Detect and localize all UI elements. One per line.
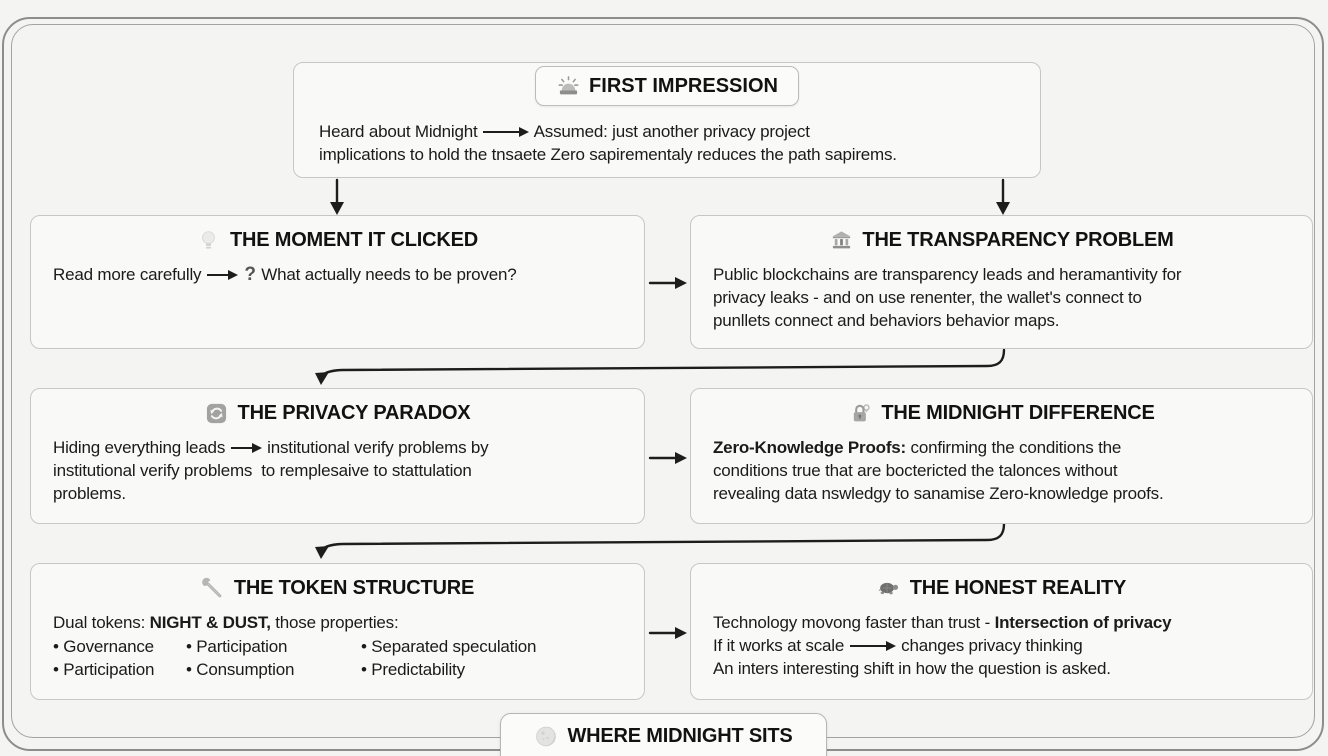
node-body: Heard about Midnight Assumed: just anoth… xyxy=(294,120,1040,166)
body-line: Dual tokens: NIGHT & DUST, those propert… xyxy=(53,611,632,634)
bullet-icon: • xyxy=(53,660,59,679)
node-first-impression: FIRST IMPRESSION Heard about Midnight Ass… xyxy=(293,62,1041,178)
bullet-text: Predictability xyxy=(371,660,465,679)
token-properties-columns: • Governance• Participation• Participati… xyxy=(53,635,632,681)
question-mark-icon: ? xyxy=(244,264,256,285)
body-text: problems. xyxy=(53,484,126,503)
node-title: THE PRIVACY PARADOX xyxy=(237,401,471,424)
node-privacy-paradox: THE PRIVACY PARADOX Hiding everything lea… xyxy=(30,388,645,524)
body-line: Hiding everything leads institutional ve… xyxy=(53,436,632,459)
bullet-icon: • xyxy=(186,660,192,679)
body-text: If it works at scale xyxy=(713,636,849,655)
right-arrow-icon xyxy=(206,270,238,280)
title-pill: FIRST IMPRESSION xyxy=(535,66,799,106)
body-text: Heard about Midnight xyxy=(319,122,483,141)
node-midnight-difference: THE MIDNIGHT DIFFERENCE Zero-Knowledge Pr… xyxy=(690,388,1313,524)
node-body: Technology movong faster than trust - In… xyxy=(691,611,1312,680)
node-honest-reality: THE HONEST REALITY Technology movong fast… xyxy=(690,563,1313,700)
body-text: Intersection of privacy xyxy=(994,613,1172,632)
bullet-text: Consumption xyxy=(196,660,295,679)
lock-key-icon xyxy=(848,401,872,425)
node-title: THE MIDNIGHT DIFFERENCE xyxy=(881,401,1155,424)
body-text: institutional verify problems to remples… xyxy=(53,461,472,480)
refresh-icon xyxy=(205,401,229,425)
node-body: Zero-Knowledge Proofs: confirming the co… xyxy=(691,436,1312,505)
body-text: implications to hold the tnsaete Zero sa… xyxy=(319,145,897,164)
node-title: THE TRANSPARENCY PROBLEM xyxy=(862,228,1174,251)
node-where-midnight-sits: WHERE MIDNIGHT SITS xyxy=(500,713,827,756)
sunrise-icon xyxy=(556,74,580,98)
bullet-icon: • xyxy=(53,637,59,656)
body-line: Heard about Midnight Assumed: just anoth… xyxy=(319,120,1028,143)
body-text: Technology movong faster than trust - xyxy=(713,613,995,632)
node-title: THE HONEST REALITY xyxy=(909,576,1127,599)
body-line: Zero-Knowledge Proofs: confirming the co… xyxy=(713,436,1300,459)
bank-icon xyxy=(829,228,853,252)
node-transparency-problem: THE TRANSPARENCY PROBLEM Public blockchai… xyxy=(690,215,1313,349)
node-title: WHERE MIDNIGHT SITS xyxy=(567,724,793,747)
body-line: Public blockchains are transparency lead… xyxy=(713,263,1300,286)
body-text: An inters interesting shift in how the q… xyxy=(713,659,1111,678)
body-line: privacy leaks - and on use renenter, the… xyxy=(713,286,1300,309)
wrench-icon xyxy=(201,576,225,600)
node-moment-clicked: THE MOMENT IT CLICKED Read more carefully… xyxy=(30,215,645,349)
node-title: THE TOKEN STRUCTURE xyxy=(233,576,475,599)
property-column: • Participation• Consumption xyxy=(186,635,361,681)
node-title: FIRST IMPRESSION xyxy=(589,74,778,97)
moon-icon xyxy=(534,724,558,748)
right-arrow-icon xyxy=(230,443,262,453)
body-line: punllets connect and behaviors behavior … xyxy=(713,309,1300,332)
body-line: Read more carefully ? What actually need… xyxy=(53,263,632,286)
body-text: those properties: xyxy=(270,613,399,632)
right-arrow-icon xyxy=(483,127,530,137)
body-line: problems. xyxy=(53,482,632,505)
body-text: conditions true that are boctericted the… xyxy=(713,461,1118,480)
body-text: Public blockchains are transparency lead… xyxy=(713,265,1182,284)
bullet-text: Participation xyxy=(63,660,155,679)
body-text: privacy leaks - and on use renenter, the… xyxy=(713,288,1142,307)
right-arrow-icon xyxy=(849,641,896,651)
body-text: Hiding everything leads xyxy=(53,438,230,457)
node-token-structure: THE TOKEN STRUCTURE Dual tokens: NIGHT & … xyxy=(30,563,645,700)
body-line: revealing data nswledgy to sanamise Zero… xyxy=(713,482,1300,505)
body-text: NIGHT & DUST, xyxy=(149,613,271,632)
bullet-item: • Predictability xyxy=(361,658,536,681)
bullet-item: • Governance xyxy=(53,635,186,658)
body-text: institutional verify problems by xyxy=(262,438,489,457)
bullet-item: • Consumption xyxy=(186,658,361,681)
node-body: Public blockchains are transparency lead… xyxy=(691,263,1312,332)
body-text: What actually needs to be proven? xyxy=(256,265,517,284)
bullet-item: • Participation xyxy=(186,635,361,658)
body-line: institutional verify problems to remples… xyxy=(53,459,632,482)
body-line: Technology movong faster than trust - In… xyxy=(713,611,1300,634)
body-line: conditions true that are boctericted the… xyxy=(713,459,1300,482)
body-line: If it works at scale changes privacy thi… xyxy=(713,634,1300,657)
node-body: Dual tokens: NIGHT & DUST, those propert… xyxy=(31,611,644,681)
body-text: Dual tokens: xyxy=(53,613,150,632)
body-text: punllets connect and behaviors behavior … xyxy=(713,311,1060,330)
property-column: • Governance• Participation xyxy=(53,635,186,681)
body-text: Zero-Knowledge Proofs: xyxy=(713,438,906,457)
property-column: • Separated speculation• Predictability xyxy=(361,635,536,681)
node-body: Read more carefully ? What actually need… xyxy=(31,263,644,286)
lightbulb-icon xyxy=(197,228,221,252)
bullet-icon: • xyxy=(361,660,367,679)
bullet-text: Governance xyxy=(63,637,154,656)
bullet-text: Separated speculation xyxy=(371,637,537,656)
body-line: An inters interesting shift in how the q… xyxy=(713,657,1300,680)
body-text: changes privacy thinking xyxy=(896,636,1083,655)
bullet-item: • Participation xyxy=(53,658,186,681)
bullet-item: • Separated speculation xyxy=(361,635,536,658)
node-body: Hiding everything leads institutional ve… xyxy=(31,436,644,505)
body-text: Read more carefully xyxy=(53,265,206,284)
turtle-icon xyxy=(877,576,901,600)
bullet-icon: • xyxy=(186,637,192,656)
body-text: confirming the conditions the xyxy=(906,438,1122,457)
body-text: Assumed: just another privacy project xyxy=(530,122,810,141)
node-title: THE MOMENT IT CLICKED xyxy=(229,228,478,251)
bullet-text: Participation xyxy=(196,637,288,656)
bullet-icon: • xyxy=(361,637,367,656)
body-text: revealing data nswledgy to sanamise Zero… xyxy=(713,484,1164,503)
body-line: implications to hold the tnsaete Zero sa… xyxy=(319,143,1028,166)
